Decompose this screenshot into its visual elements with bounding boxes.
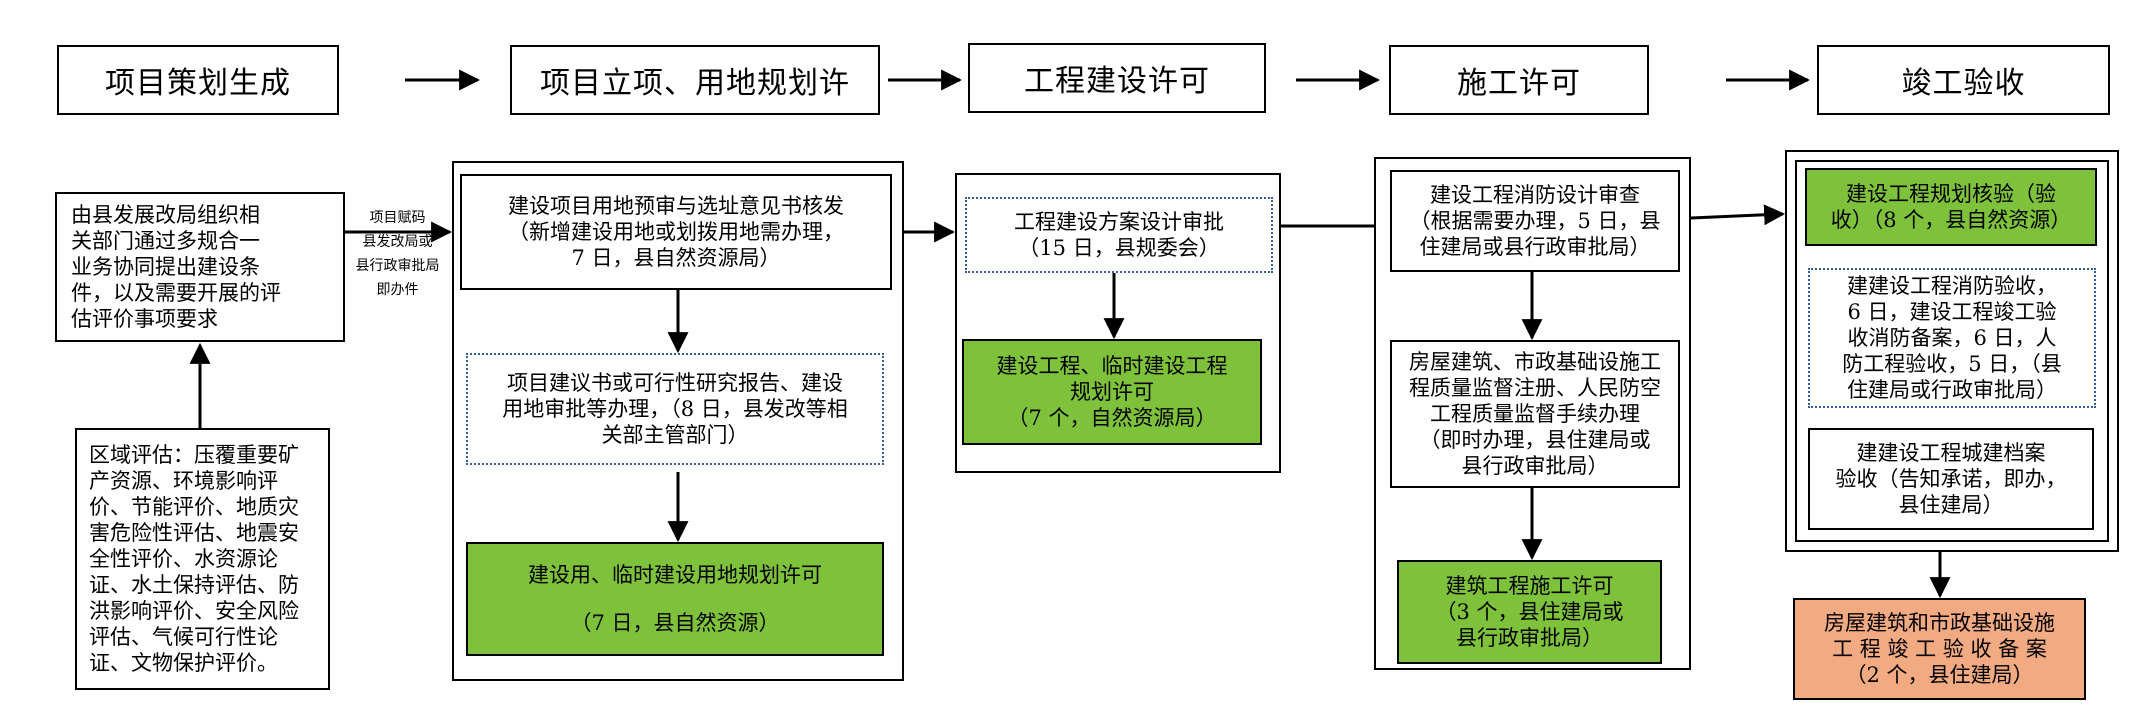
regional-assessment-box: 区域评估：压覆重要矿 产资源、环境影响评 价、节能评价、地质灾 害危险性评估、地… xyxy=(75,428,330,690)
land-planning-permit-detail: （7 日，县自然资源） xyxy=(570,611,780,635)
construction-permit-box: 建筑工程施工许可 （3 个，县住建局或 县行政审批局） xyxy=(1397,560,1662,664)
planning-verification-box: 建设工程规划核验（验 收）（8 个，县自然资源） xyxy=(1805,168,2097,246)
stage-building-permit: 施工许可 xyxy=(1389,45,1649,115)
quality-supervision-box: 房屋建筑、市政基础设施工 程质量监督注册、人民防空 工程质量监督手续办理 （即时… xyxy=(1390,340,1680,488)
stage-completion-acceptance: 竣工验收 xyxy=(1817,45,2110,115)
land-planning-permit-box: 建设用、临时建设用地规划许可 （7 日，县自然资源） xyxy=(466,542,884,656)
feasibility-report-box: 项目建议书或可行性研究报告、建设 用地审批等办理，（8 日，县发改等相 关部主管… xyxy=(466,353,884,465)
completion-record-box: 房屋建筑和市政基础设施 工 程 竣 工 验 收 备 案 （2 个，县住建局） xyxy=(1793,598,2086,700)
fire-design-review-box: 建设工程消防设计审查 （根据需要办理，5 日，县 住建局或县行政审批局） xyxy=(1390,170,1680,272)
project-code-label: 项目赋码 县发改局或 县行政审批局 即办件 xyxy=(355,210,440,298)
engineering-planning-permit-box: 建设工程、临时建设工程 规划许可 （7 个，自然资源局） xyxy=(962,339,1262,445)
archive-acceptance-box: 建建设工程城建档案 验收（告知承诺，即办， 县住建局） xyxy=(1808,428,2094,530)
stage-project-planning: 项目策划生成 xyxy=(57,45,339,115)
land-planning-permit-title: 建设用、临时建设用地规划许可 xyxy=(528,563,822,587)
design-approval-box: 工程建设方案设计审批 （15 日，县规委会） xyxy=(965,197,1273,273)
stage-project-approval: 项目立项、用地规划许 xyxy=(510,45,880,115)
stage-construction-permit: 工程建设许可 xyxy=(968,43,1266,113)
arrow-col4-to-col5 xyxy=(1690,204,1786,226)
fire-acceptance-box: 建建设工程消防验收， 6 日，建设工程竣工验 收消防备案，6 日，人 防工程验收… xyxy=(1808,268,2096,408)
planning-main-box: 由县发展改局组织相 关部门通过多规合一 业务协同提出建设条 件，以及需要开展的评… xyxy=(55,192,345,342)
site-selection-box: 建设项目用地预审与选址意见书核发 （新增建设用地或划拨用地需办理， 7 日，县自… xyxy=(460,174,892,290)
